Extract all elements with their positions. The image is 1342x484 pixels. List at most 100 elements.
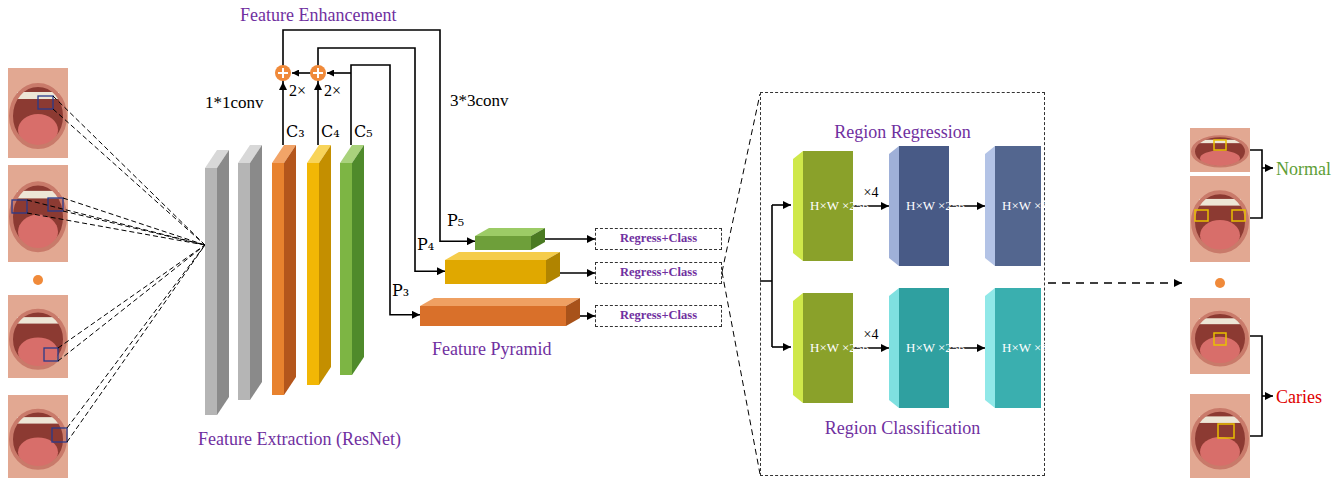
region-box <box>52 428 67 442</box>
feature-map: C₄ <box>307 145 331 385</box>
section-title: Feature Pyramid <box>432 338 551 360</box>
panel-title: Region Regression <box>761 121 1044 143</box>
section-title: Feature Enhancement <box>240 4 396 26</box>
map-label: P₄ <box>417 235 434 255</box>
scale-label: 2× <box>324 80 341 102</box>
plus-sign <box>313 68 323 78</box>
map-label: C₄ <box>321 122 340 142</box>
sum-node <box>310 65 326 81</box>
ellipsis-dot <box>33 275 43 285</box>
split-arrow <box>772 346 791 348</box>
tensor-box: H×W ×256 <box>793 151 853 261</box>
oral-photo <box>1190 128 1250 172</box>
tensor-box: H×W ×4A <box>985 146 1041 266</box>
box-label: H×W ×4A <box>995 198 1041 214</box>
backbone-maps <box>205 145 262 415</box>
map-side <box>250 145 262 400</box>
map-side <box>217 150 229 415</box>
output-photos <box>1190 128 1273 478</box>
box-side <box>793 151 803 261</box>
sum-node <box>275 65 291 81</box>
input-photos <box>8 68 205 478</box>
box-front <box>803 151 853 261</box>
section-title: Feature Extraction (ResNet) <box>198 428 401 450</box>
map-label: C₃ <box>286 122 305 142</box>
head-box: Regress+Class <box>595 262 722 284</box>
panel-title: Region Classification <box>761 417 1044 439</box>
result-arrow <box>1262 395 1273 397</box>
split-line <box>760 205 772 347</box>
pyramid-level: P₅ <box>475 228 545 250</box>
map-front <box>238 163 250 400</box>
tensor-box: H×W ×2A <box>985 288 1041 408</box>
shape <box>340 145 364 375</box>
slab-front <box>420 306 566 326</box>
pyramid-level: P₃ <box>420 298 580 326</box>
map-side <box>284 145 296 395</box>
shape <box>445 252 560 284</box>
ellipsis-dot <box>1215 278 1225 288</box>
operation-label: 1*1conv <box>205 92 264 114</box>
feature-map: C₅ <box>340 145 364 375</box>
slab-front <box>475 236 531 250</box>
result-arrow <box>1262 167 1273 169</box>
connector <box>318 48 445 271</box>
box-label: H×W ×256 <box>803 198 853 214</box>
slab-side <box>531 228 545 250</box>
zoom-lines <box>722 94 760 474</box>
box-side <box>889 146 899 266</box>
output-arrow <box>1048 282 1182 284</box>
detection-box <box>1214 333 1226 345</box>
tensor-box: H×W ×256 <box>793 293 853 403</box>
detail-panel: Region RegressionRegion Classification H×… <box>760 92 1045 476</box>
map-front <box>307 163 319 385</box>
operation-label: 3*3conv <box>450 90 509 112</box>
box-label: H×W ×256 <box>899 340 949 356</box>
map-side <box>319 145 331 385</box>
box-front <box>995 146 1041 266</box>
oral-photo <box>8 295 68 378</box>
slab-side <box>566 298 580 326</box>
detection-box <box>1218 424 1234 438</box>
box-label: Regress+Class <box>596 229 721 248</box>
box-side <box>793 293 803 403</box>
box-side <box>985 288 995 408</box>
bracket <box>1250 150 1262 436</box>
region-box <box>44 348 58 361</box>
arrowhead <box>314 82 322 90</box>
feature-map: C₃ <box>272 145 296 395</box>
box-label: Regress+Class <box>596 263 721 282</box>
scale-label: 2× <box>289 80 306 102</box>
map-label: P₅ <box>447 211 464 231</box>
detection-box <box>1232 210 1245 221</box>
shape <box>272 145 296 395</box>
oral-photo <box>1190 298 1250 374</box>
oral-photo <box>8 395 68 478</box>
slab-top <box>445 252 560 260</box>
box-label: H×W ×2A <box>995 340 1041 356</box>
map-side <box>352 145 364 375</box>
tensor-box: H×W ×256 <box>889 288 949 408</box>
shape <box>307 145 331 385</box>
box-label: H×W ×256 <box>803 340 853 356</box>
box-front <box>899 146 949 266</box>
detection-box <box>1214 140 1226 150</box>
box-side <box>985 146 995 266</box>
pyramid-level: P₄ <box>445 252 560 284</box>
slab-top <box>420 298 580 306</box>
arrowhead <box>279 82 287 90</box>
box-front <box>803 293 853 403</box>
region-box <box>12 200 27 213</box>
map-front <box>205 168 217 415</box>
head-box: Regress+Class <box>595 305 722 327</box>
detection-box <box>1195 210 1208 221</box>
box-label: H×W ×256 <box>899 198 949 214</box>
map-label: P₃ <box>392 281 409 301</box>
repeat-label: ×4 <box>862 185 881 201</box>
head-box: Regress+Class <box>595 228 722 250</box>
map-front <box>272 163 284 395</box>
box-side <box>889 288 899 408</box>
